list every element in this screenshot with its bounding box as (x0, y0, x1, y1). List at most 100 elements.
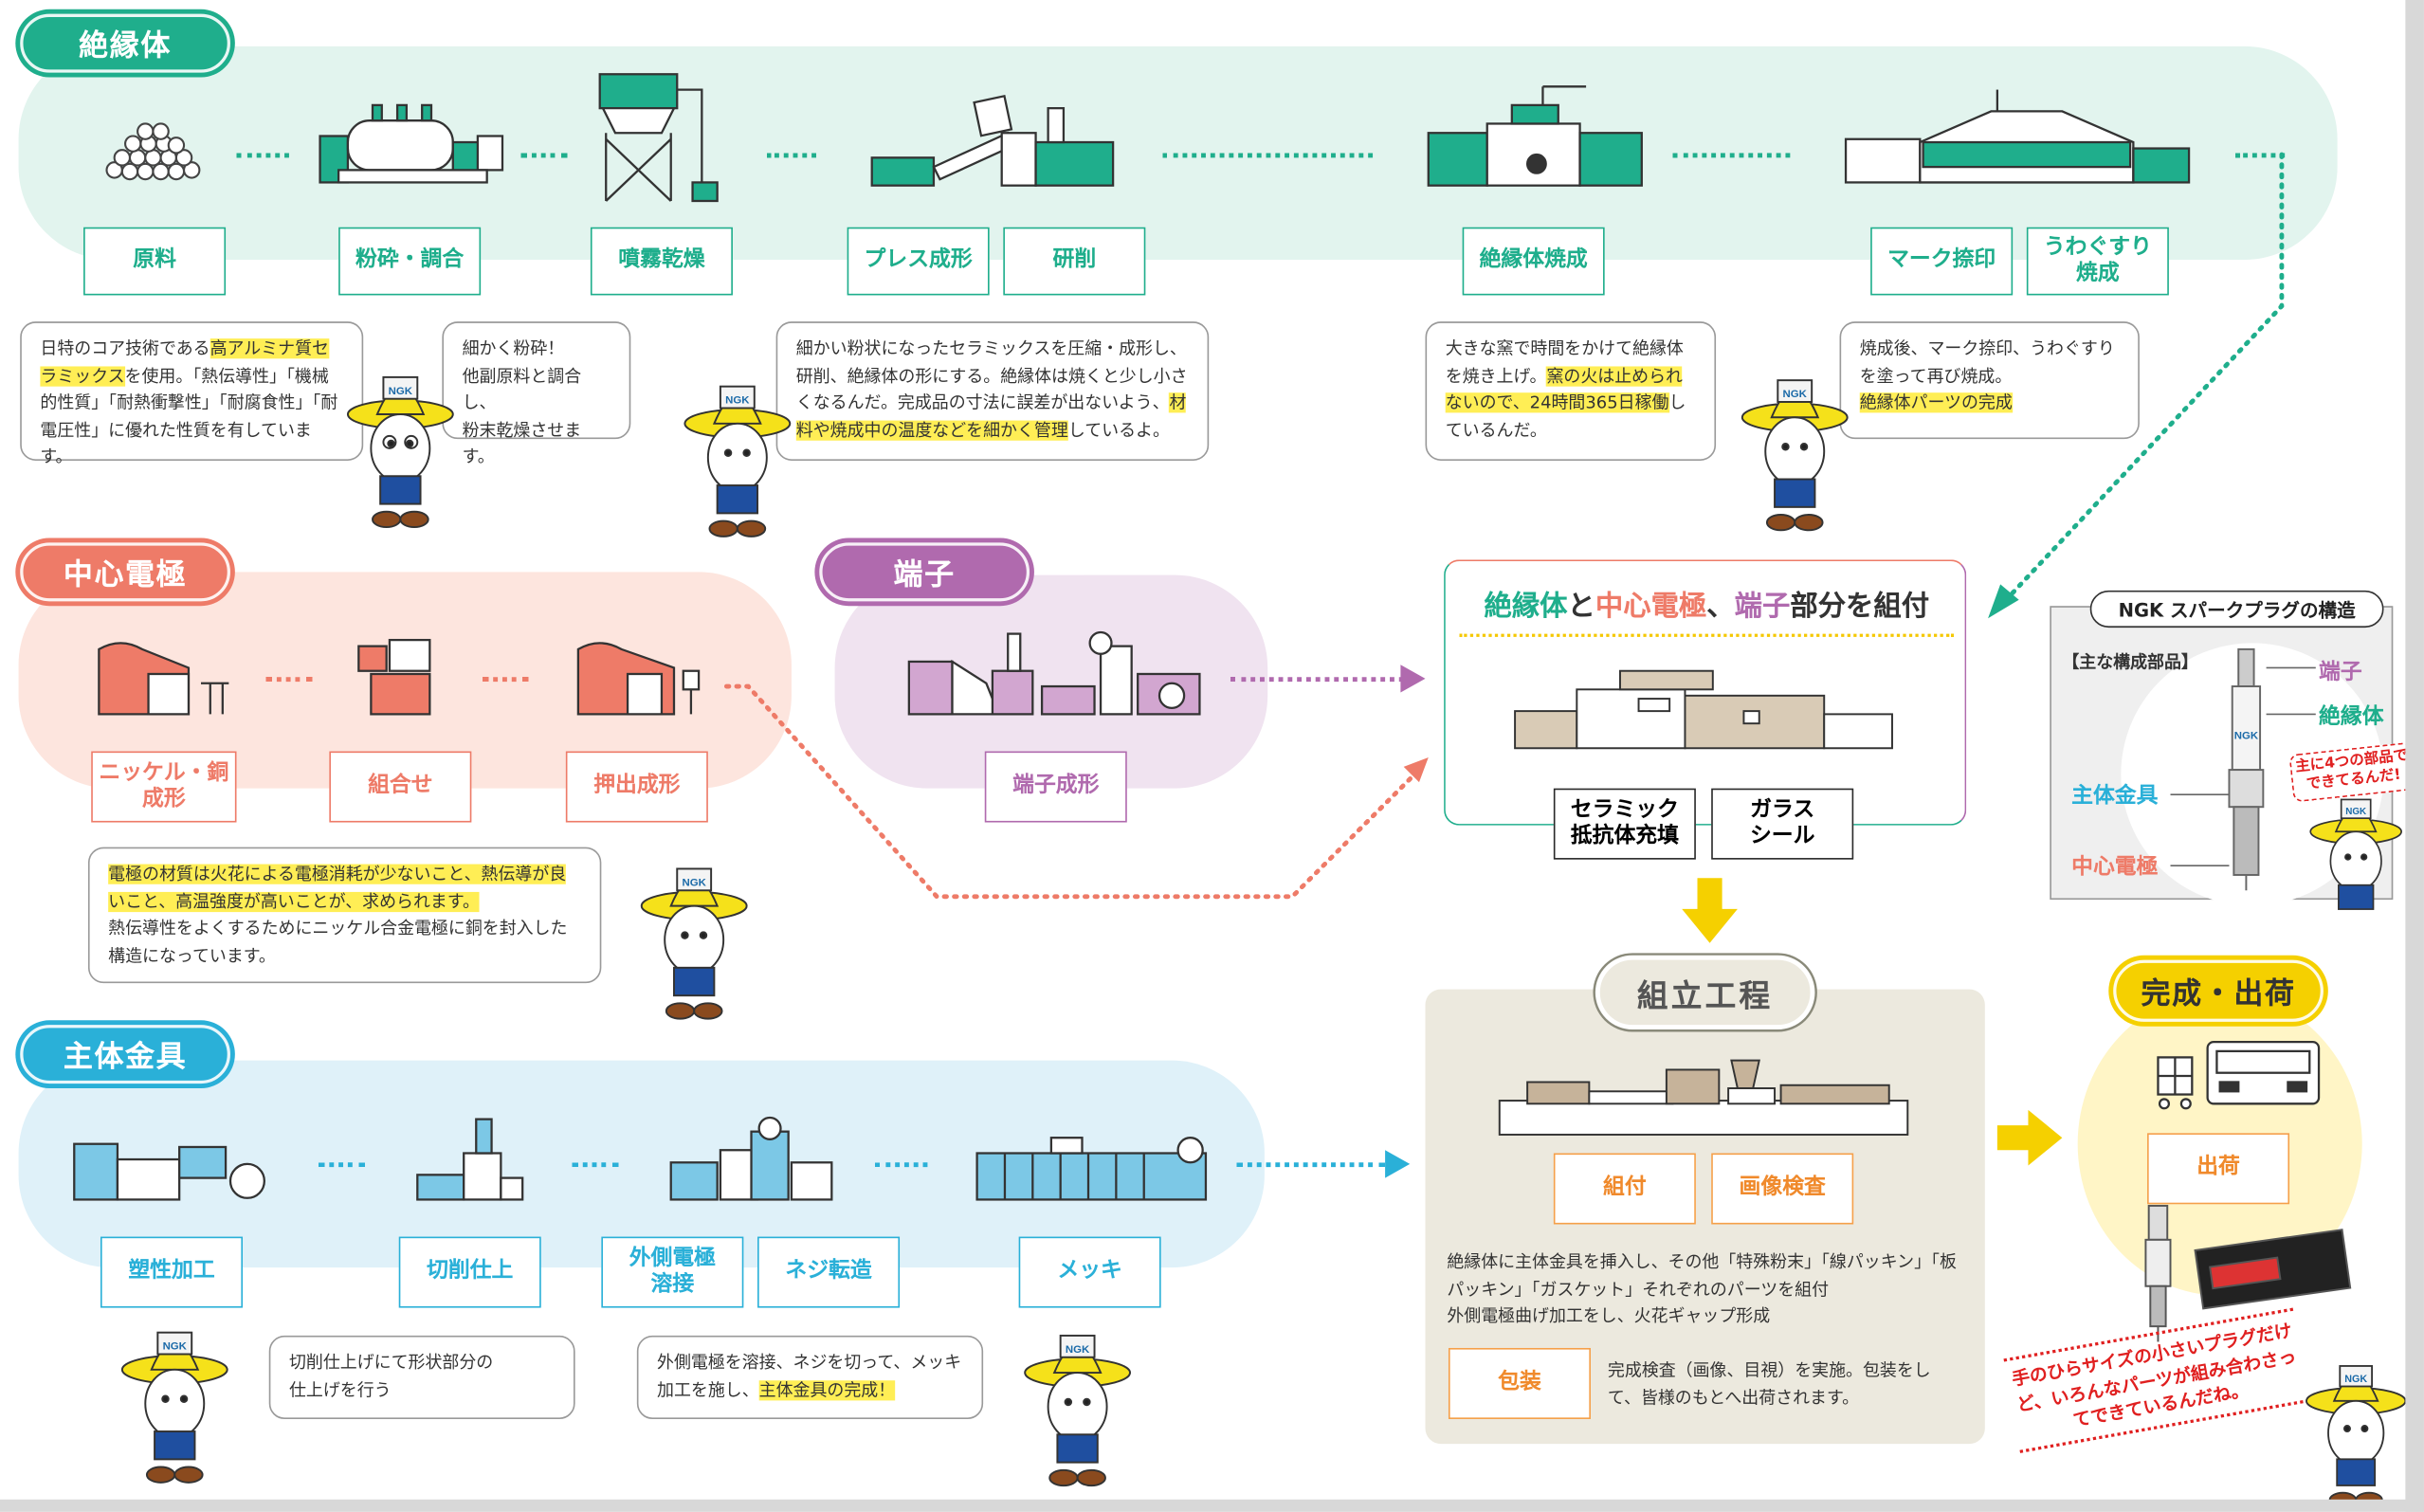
part-center: 中心電極 (2071, 854, 2159, 880)
mascot-logo: NGK (1066, 1344, 1090, 1356)
arrow-4 (1162, 153, 1374, 158)
arrow-s3 (874, 1162, 928, 1168)
cutting-icon (416, 1118, 524, 1201)
arrow-s2 (572, 1162, 619, 1168)
terminal-arrow-head (1400, 665, 1426, 693)
combine-icon (357, 638, 431, 716)
step-crush: 粉砕・調合 (338, 227, 482, 296)
press-icon (870, 94, 1115, 187)
terminal-forming-icon (907, 630, 1201, 716)
insulator-down-arrow (1988, 152, 2285, 619)
step-nickel: ニッケル・銅 成形 (91, 751, 237, 823)
mascot-1: NGK (346, 375, 454, 529)
step-image-inspection: 画像検査 (1711, 1153, 1854, 1225)
insulator-bubble-4: 大きな窯で時間をかけて絶縁体を焼き上げ。窯の火は止められないので、24時間365… (1425, 321, 1717, 461)
mascot-logo: NGK (2344, 1374, 2367, 1385)
arrow-c1 (265, 677, 313, 683)
step-packaging: 包装 (1448, 1347, 1591, 1419)
terminal-title: 端子 (814, 537, 1034, 607)
arrow-t1 (1230, 677, 1404, 683)
step-mark: マーク捺印 (1870, 227, 2014, 296)
arrow-2 (520, 153, 568, 158)
down-arrow-yellow (1682, 878, 1738, 943)
extrusion-icon (576, 642, 701, 716)
assemble-title: 絶縁体と中心電極、端子部分を組付 (1459, 584, 1955, 637)
arrow-c2 (482, 677, 529, 683)
step-spray: 噴霧乾燥 (590, 227, 733, 296)
box-glass: ガラス シール (1711, 788, 1854, 860)
bottom-edge-bar (0, 1499, 2424, 1512)
structure-title: NGK スパークプラグの構造 (2089, 590, 2384, 628)
spark-plug-diagram: NGK (2228, 647, 2265, 891)
arrow-s1 (318, 1162, 365, 1168)
step-combine: 組合せ (329, 751, 472, 823)
step-ship: 出荷 (2147, 1133, 2290, 1205)
insulator-bubble-3: 細かい粉状になったセラミックスを圧縮・成形し、研削、絶縁体の形にする。絶縁体は焼… (775, 321, 1210, 461)
assembly-line-icon (1498, 1059, 1909, 1136)
mascot-4: NGK (640, 867, 748, 1020)
insulator-title: 絶縁体 (15, 9, 235, 78)
step-grind: 研削 (1003, 227, 1146, 296)
truck-icon (2157, 1040, 2321, 1110)
mascot-logo: NGK (163, 1341, 188, 1353)
arrow-3 (766, 153, 817, 158)
marking-line-icon (1844, 89, 2191, 184)
shell-bubble-2: 外側電極を溶接、ネジを切って、メッキ加工を施し、主体金具の完成！ (636, 1335, 984, 1419)
shell-arrow-head (1385, 1150, 1411, 1178)
mascot-logo: NGK (683, 877, 707, 888)
plastic-working-icon (73, 1142, 265, 1201)
assembly-title: 組立工程 (1595, 955, 1815, 1030)
kiln-icon (1427, 85, 1643, 187)
mascot-3: NGK (1741, 379, 1849, 532)
mascot-5: NGK (120, 1331, 228, 1484)
plating-icon (975, 1137, 1208, 1201)
mascot-logo: NGK (725, 395, 750, 407)
shell-bubble-1: 切削仕上げにて形状部分の 仕上げを行う (268, 1335, 575, 1419)
crusher-icon (319, 103, 504, 184)
arrow-1 (236, 153, 289, 158)
assembly-desc-2: 完成検査（画像、目視）を実施。包装をして、皆様のもとへ出荷されます。 (1607, 1360, 1931, 1408)
center-to-assemble-arrow (723, 683, 1429, 900)
step-welding: 外側電極 溶接 (601, 1236, 744, 1308)
part-insulator: 絶縁体 (2319, 704, 2384, 730)
structure-leader-lines-left (2170, 793, 2230, 867)
insulator-bubble-2: 細かく粉砕！ 他副原料と調合し、 粉末乾燥させます。 (442, 321, 631, 467)
arrow-s4 (1236, 1162, 1386, 1168)
plug-logo: NGK (2234, 730, 2259, 741)
center-bubble: 電極の材質は火花による電極消耗が少ないこと、熱伝導が良いこと、高温強度が高いこと… (87, 847, 602, 984)
center-title: 中心電極 (15, 537, 235, 607)
step-cutting: 切削仕上 (398, 1236, 541, 1308)
step-press: プレス成形 (847, 227, 990, 296)
assembly-desc-1: 絶縁体に主体金具を挿入し、その他「特殊粉末」「線パッキン」「板パッキン」「ガスケ… (1447, 1251, 1957, 1327)
spark-plug-package-icon (2144, 1204, 2352, 1342)
mascot-8: NGK (2306, 1365, 2407, 1508)
right-edge-bar (2405, 0, 2424, 1512)
mascot-7: NGK (2309, 798, 2402, 910)
step-glaze: うわぐすり 焼成 (2026, 227, 2169, 296)
step-firing: 絶縁体焼成 (1462, 227, 1605, 296)
insulator-bubble-5: 焼成後、マーク捺印、うわぐすりを塗って再び焼成。 絶縁体パーツの完成 (1839, 321, 2140, 440)
assemble-factory-icon (1514, 669, 1893, 750)
mascot-2: NGK (683, 385, 792, 537)
step-rolling: ネジ転造 (757, 1236, 901, 1308)
mascot-logo: NGK (389, 386, 413, 397)
ship-title: 完成・出荷 (2108, 955, 2328, 1027)
step-extrude: 押出成形 (565, 751, 708, 823)
assemble-box (1444, 559, 1967, 826)
right-arrow-yellow (1996, 1109, 2063, 1166)
mascot-6: NGK (1024, 1334, 1132, 1487)
arrow-6 (2234, 153, 2286, 158)
insulator-bubble-1: 日特のコア技術である高アルミナ質セラミックスを使用。「熱伝導性」「機械的性質」「… (20, 321, 364, 467)
shell-title: 主体金具 (15, 1020, 235, 1089)
step-assemble: 組付 (1553, 1153, 1696, 1225)
mascot-logo: NGK (1783, 389, 1808, 400)
arrow-5 (1672, 153, 1791, 158)
nickel-copper-icon (98, 642, 229, 716)
step-terminal: 端子成形 (984, 751, 1127, 823)
part-shell: 主体金具 (2071, 783, 2159, 809)
spray-dryer-icon (598, 73, 719, 203)
welding-icon (669, 1116, 833, 1201)
box-ceramic: セラミック 抵抗体充填 (1553, 788, 1696, 860)
step-raw: 原料 (83, 227, 227, 296)
